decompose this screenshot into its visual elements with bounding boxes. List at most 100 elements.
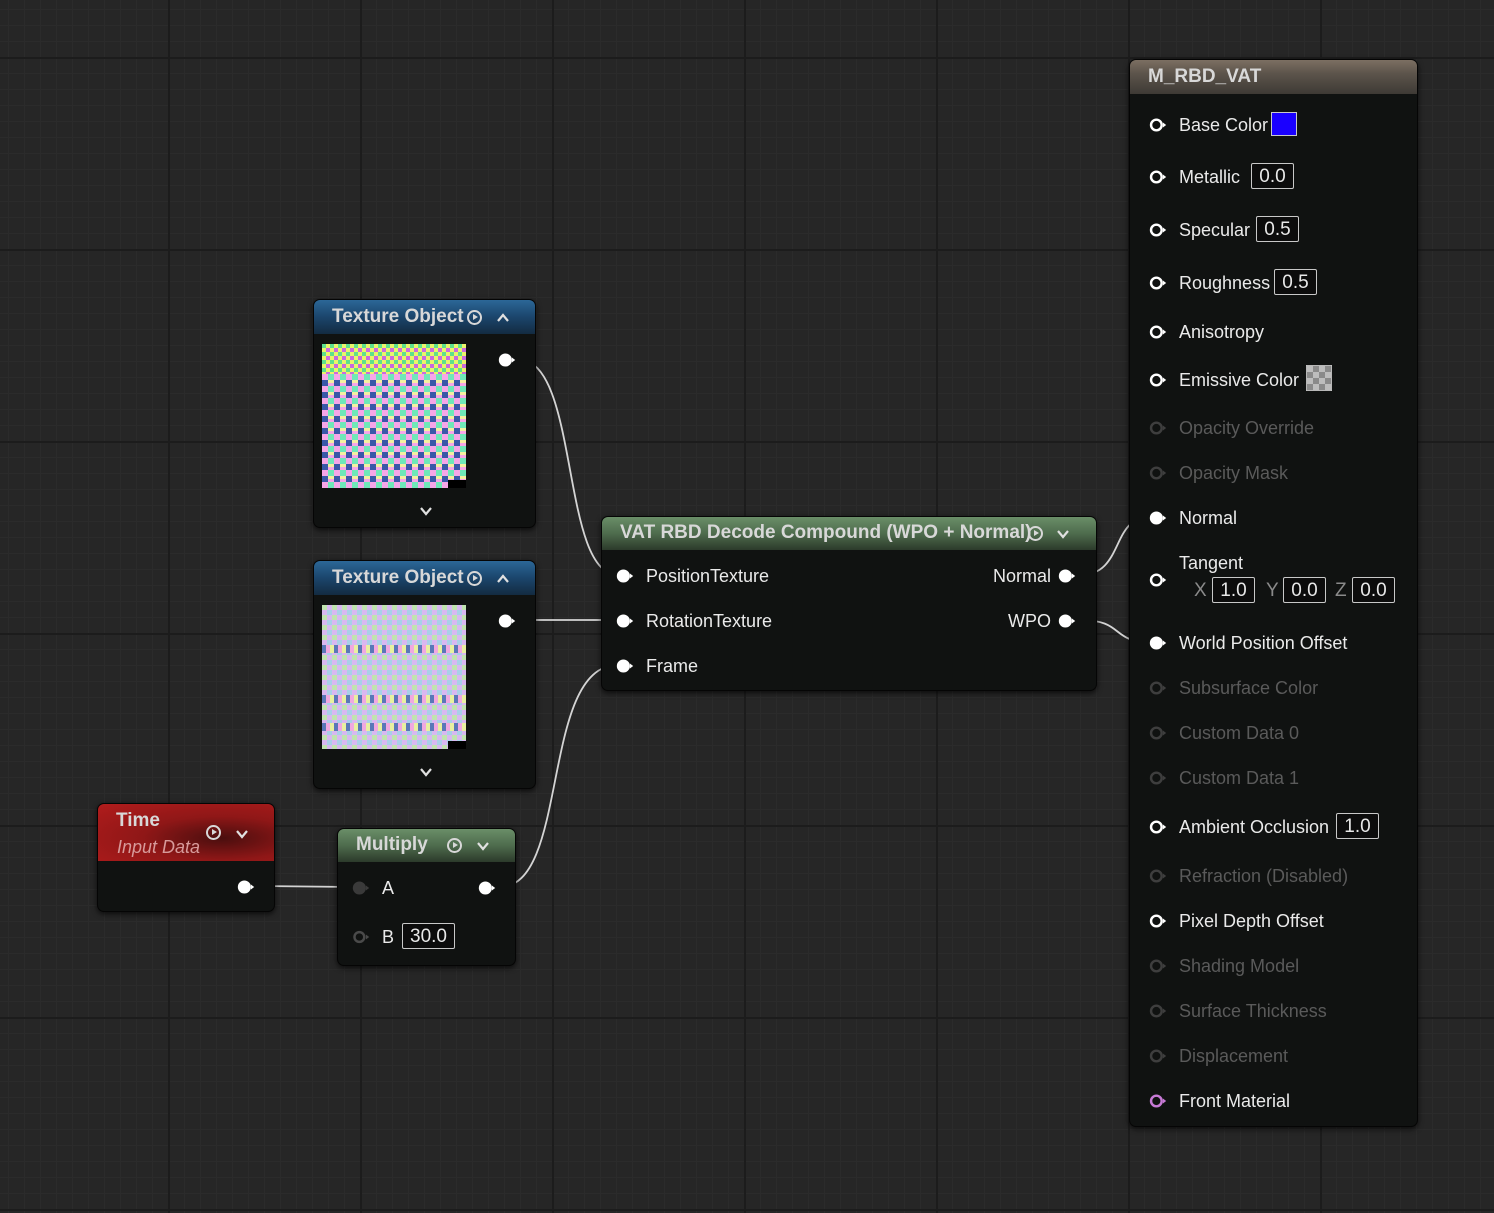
node-subtitle: Input Data [117, 837, 201, 857]
input-label-frame: Frame [646, 656, 699, 676]
node-title: Multiply [356, 834, 428, 855]
input-pin-shading-model[interactable] [1149, 957, 1167, 975]
output-pin[interactable] [237, 878, 255, 896]
input-pin-roughness[interactable] [1149, 274, 1167, 292]
node-title: VAT RBD Decode Compound (WPO + Normal) [620, 522, 1032, 543]
tangent-x-label: X [1194, 580, 1207, 601]
chevron-up-icon[interactable] [496, 311, 510, 325]
input-pin-specular[interactable] [1149, 221, 1167, 239]
input-pin-subsurface-color[interactable] [1149, 679, 1167, 697]
input-pin-opacity-mask[interactable] [1149, 464, 1167, 482]
emissive-color-swatch[interactable] [1306, 365, 1332, 391]
input-pin-world-position-offset[interactable] [1149, 634, 1167, 652]
input-pin-custom-data-0[interactable] [1149, 724, 1167, 742]
label-opacity-mask: Opacity Mask [1179, 463, 1289, 483]
chevron-down-icon[interactable] [476, 839, 490, 853]
tangent-z-field[interactable]: 0.0 [1352, 577, 1395, 603]
tangent-y-field[interactable]: 0.0 [1283, 577, 1326, 603]
input-pin-refraction[interactable] [1149, 867, 1167, 885]
node-header[interactable]: Texture Object [314, 300, 535, 334]
texture-object-node-2[interactable]: Texture Object [313, 560, 536, 789]
input-pin-frame[interactable] [616, 657, 634, 675]
label-subsurface-color: Subsurface Color [1179, 678, 1319, 698]
node-title: M_RBD_VAT [1148, 66, 1262, 87]
chevron-down-icon[interactable] [235, 827, 249, 841]
output-pin-normal[interactable] [1058, 567, 1076, 585]
metallic-value-field[interactable]: 0.0 [1251, 163, 1294, 189]
preview-play-icon[interactable] [467, 571, 482, 586]
input-pin-tangent[interactable] [1149, 571, 1167, 589]
node-header[interactable]: Texture Object [314, 561, 535, 595]
label-shading-model: Shading Model [1179, 956, 1300, 976]
input-pin-displacement[interactable] [1149, 1047, 1167, 1065]
input-pin-surface-thickness[interactable] [1149, 1002, 1167, 1020]
input-pin-normal[interactable] [1149, 509, 1167, 527]
texture-preview-thumbnail [322, 344, 466, 488]
specular-value-field[interactable]: 0.5 [1256, 216, 1299, 242]
chevron-up-icon[interactable] [496, 572, 510, 586]
label-custom-data-1: Custom Data 1 [1179, 768, 1300, 788]
input-pin-a[interactable] [352, 879, 370, 897]
preview-play-icon[interactable] [206, 825, 221, 840]
output-pin[interactable] [498, 612, 516, 630]
node-header[interactable]: Time Input Data [98, 804, 274, 861]
output-pin-wpo[interactable] [1058, 612, 1076, 630]
node-title: Texture Object [332, 306, 464, 327]
multiply-node[interactable]: Multiply A B 30.0 [337, 828, 516, 966]
texture-object-node-1[interactable]: Texture Object [313, 299, 536, 528]
ambient-occlusion-value-field[interactable]: 1.0 [1336, 813, 1379, 839]
input-pin-metallic[interactable] [1149, 168, 1167, 186]
label-base-color: Base Color [1179, 115, 1269, 135]
output-label-normal: Normal [992, 566, 1051, 586]
label-front-material: Front Material [1179, 1091, 1291, 1111]
output-pin[interactable] [498, 351, 516, 369]
preview-play-icon[interactable] [447, 838, 462, 853]
label-displacement: Displacement [1179, 1046, 1289, 1066]
input-pin-emissive-color[interactable] [1149, 371, 1167, 389]
label-roughness: Roughness [1179, 273, 1271, 293]
roughness-value-field[interactable]: 0.5 [1274, 269, 1317, 295]
input-pin-b[interactable] [352, 928, 370, 946]
input-label-b: B [382, 927, 395, 947]
chevron-down-icon[interactable] [419, 765, 433, 779]
label-emissive-color: Emissive Color [1179, 370, 1300, 390]
tangent-z-label: Z [1335, 580, 1347, 601]
input-pin-anisotropy[interactable] [1149, 323, 1167, 341]
vat-rbd-decode-node[interactable]: VAT RBD Decode Compound (WPO + Normal) P… [601, 516, 1097, 691]
input-label-rotation-texture: RotationTexture [646, 611, 773, 631]
label-refraction: Refraction (Disabled) [1179, 866, 1349, 886]
chevron-down-icon[interactable] [419, 504, 433, 518]
input-label-position-texture: PositionTexture [646, 566, 770, 586]
node-title: Time [116, 810, 161, 831]
chevron-down-icon[interactable] [1056, 527, 1070, 541]
input-pin-opacity-override[interactable] [1149, 419, 1167, 437]
input-pin-front-material[interactable] [1149, 1092, 1167, 1110]
label-ambient-occlusion: Ambient Occlusion [1179, 817, 1330, 837]
b-value-field[interactable]: 30.0 [402, 923, 455, 949]
texture-preview-thumbnail [322, 605, 466, 749]
node-header[interactable]: Multiply [338, 829, 515, 862]
input-pin-ambient-occlusion[interactable] [1149, 818, 1167, 836]
input-label-a: A [382, 878, 395, 898]
node-header[interactable]: M_RBD_VAT [1130, 60, 1417, 94]
label-opacity-override: Opacity Override [1179, 418, 1315, 438]
output-label-wpo: WPO [1008, 611, 1051, 631]
preview-play-icon[interactable] [1028, 526, 1043, 541]
time-node[interactable]: Time Input Data [97, 803, 275, 912]
input-pin-rotation-texture[interactable] [616, 612, 634, 630]
input-pin-base-color[interactable] [1149, 116, 1167, 134]
output-pin[interactable] [478, 879, 496, 897]
label-custom-data-0: Custom Data 0 [1179, 723, 1300, 743]
base-color-swatch[interactable] [1271, 112, 1297, 136]
label-normal: Normal [1179, 508, 1238, 528]
input-pin-custom-data-1[interactable] [1149, 769, 1167, 787]
preview-play-icon[interactable] [467, 310, 482, 325]
input-pin-pixel-depth-offset[interactable] [1149, 912, 1167, 930]
node-header[interactable]: VAT RBD Decode Compound (WPO + Normal) [602, 517, 1096, 550]
tangent-x-field[interactable]: 1.0 [1212, 577, 1255, 603]
input-pin-position-texture[interactable] [616, 567, 634, 585]
label-anisotropy: Anisotropy [1179, 322, 1265, 342]
material-result-node[interactable]: M_RBD_VAT Base Color Metallic 0.0 Specul… [1129, 59, 1418, 1127]
label-metallic: Metallic [1179, 167, 1241, 187]
node-title: Texture Object [332, 567, 464, 588]
